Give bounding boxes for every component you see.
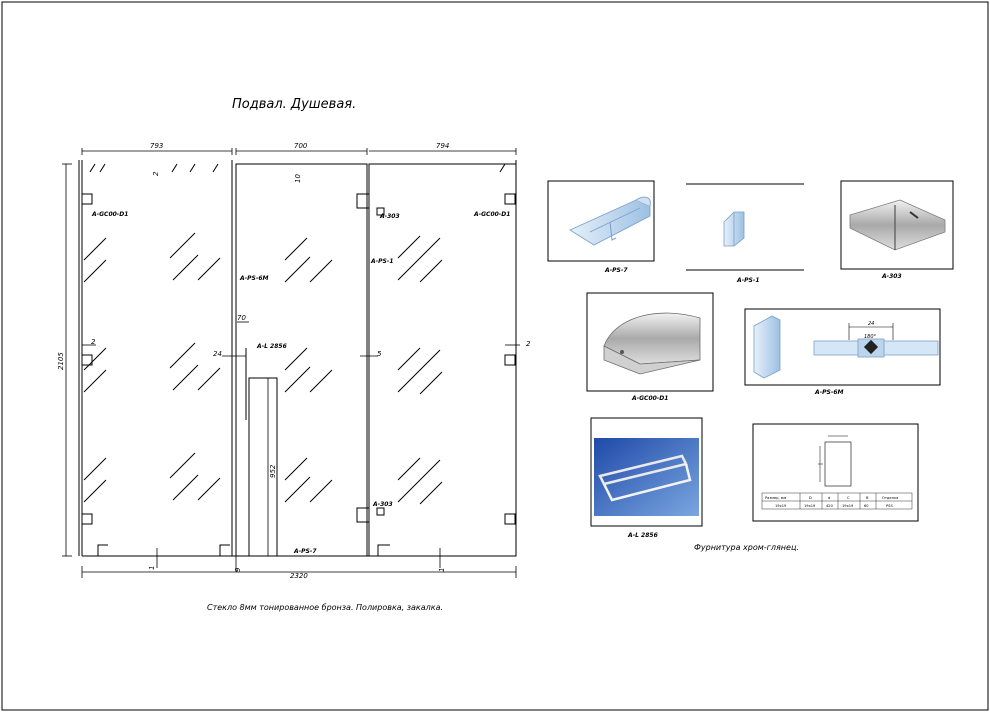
- callout-left-clamp: A-GC00-D1: [91, 211, 128, 218]
- dim-handle-length: 952: [269, 464, 277, 478]
- callout-seal-ps7: A-PS-7: [293, 548, 317, 555]
- callout-handle: A-L 2856: [256, 343, 287, 350]
- part-label-ps1: A-PS-1: [736, 277, 760, 284]
- dim-right-gap: 2: [526, 340, 531, 348]
- dim-right-width: 794: [436, 142, 449, 150]
- part-label-ps6m: A-PS-6M: [814, 389, 844, 396]
- dim-bottom-gap-9: 9: [234, 567, 242, 572]
- spec-cell-size: 19x19: [775, 504, 787, 508]
- spec-cell-c: 19x19: [842, 504, 854, 508]
- dim-left-gap: 2: [91, 338, 96, 346]
- spec-header-b: B: [866, 496, 869, 500]
- part-label-a303: A-303: [881, 273, 902, 280]
- door-panel: [235, 163, 368, 557]
- dim-gap-24: 24: [213, 350, 222, 358]
- handle-spec-card: [752, 423, 919, 522]
- door-handle: [248, 377, 278, 557]
- callout-right-clamp: A-GC00-D1: [473, 211, 510, 218]
- spec-header-finish: Отделка: [882, 496, 898, 500]
- spec-cell-finish: PSS: [886, 504, 893, 508]
- dim-left-width: 793: [150, 142, 163, 150]
- dim-mid-width: 700: [294, 142, 308, 150]
- part-label-gc00: A-GC00-D1: [631, 395, 668, 402]
- callout-hinge-top: A-303: [379, 213, 400, 220]
- spec-header-d-inner: d: [828, 496, 830, 500]
- part-card-l2856: [590, 417, 703, 527]
- spec-header-d-outer: D: [809, 496, 812, 500]
- dim-gap-5: 5: [377, 350, 382, 358]
- callout-hinge-bottom: A-303: [372, 501, 393, 508]
- callout-seal-ps1: A-PS-1: [370, 258, 394, 265]
- dimension-lines: [62, 148, 520, 578]
- dim-total-width: 2320: [290, 572, 308, 580]
- ps6m-angle-label: 180°: [864, 334, 877, 340]
- hardware-markers: [81, 193, 516, 556]
- part-card-a303: [840, 180, 954, 270]
- glass-note: Стекло 8мм тонированное бронза. Полировк…: [207, 603, 443, 612]
- fixed-panel-right: [368, 163, 517, 557]
- spec-header-c: C: [847, 496, 850, 500]
- hardware-note: Фурнитура хром-глянец.: [694, 543, 799, 552]
- spec-cell-b: 60: [864, 504, 869, 508]
- part-card-ps6m: [744, 308, 941, 386]
- glass-hatching: [83, 163, 506, 505]
- dim-top-gap: 10: [294, 174, 302, 183]
- part-card-gc00: [586, 292, 714, 392]
- dim-bottom-gap-1a: 1: [148, 566, 156, 570]
- spec-cell-d-inner: 420: [826, 504, 834, 508]
- drawing-title: Подвал. Душевая.: [232, 97, 356, 112]
- dim-handle-offset: 70: [237, 314, 246, 322]
- dim-bottom-gap-1b: 1: [438, 568, 446, 572]
- part-card-ps7: [547, 180, 655, 262]
- ps6m-width-label: 24: [868, 321, 874, 327]
- part-label-l2856: A-L 2856: [627, 532, 658, 539]
- dim-height: 2105: [57, 352, 65, 370]
- shower-elevation: [78, 160, 517, 557]
- dim-top-left-gap: 2: [152, 171, 160, 176]
- spec-cell-d-outer: 19x19: [804, 504, 816, 508]
- callout-seal-ps6m: A-PS-6M: [239, 275, 269, 282]
- part-card-ps1: [686, 183, 804, 271]
- spec-header-size: Размер, мм: [765, 496, 786, 500]
- part-label-ps7: A-PS-7: [604, 267, 628, 274]
